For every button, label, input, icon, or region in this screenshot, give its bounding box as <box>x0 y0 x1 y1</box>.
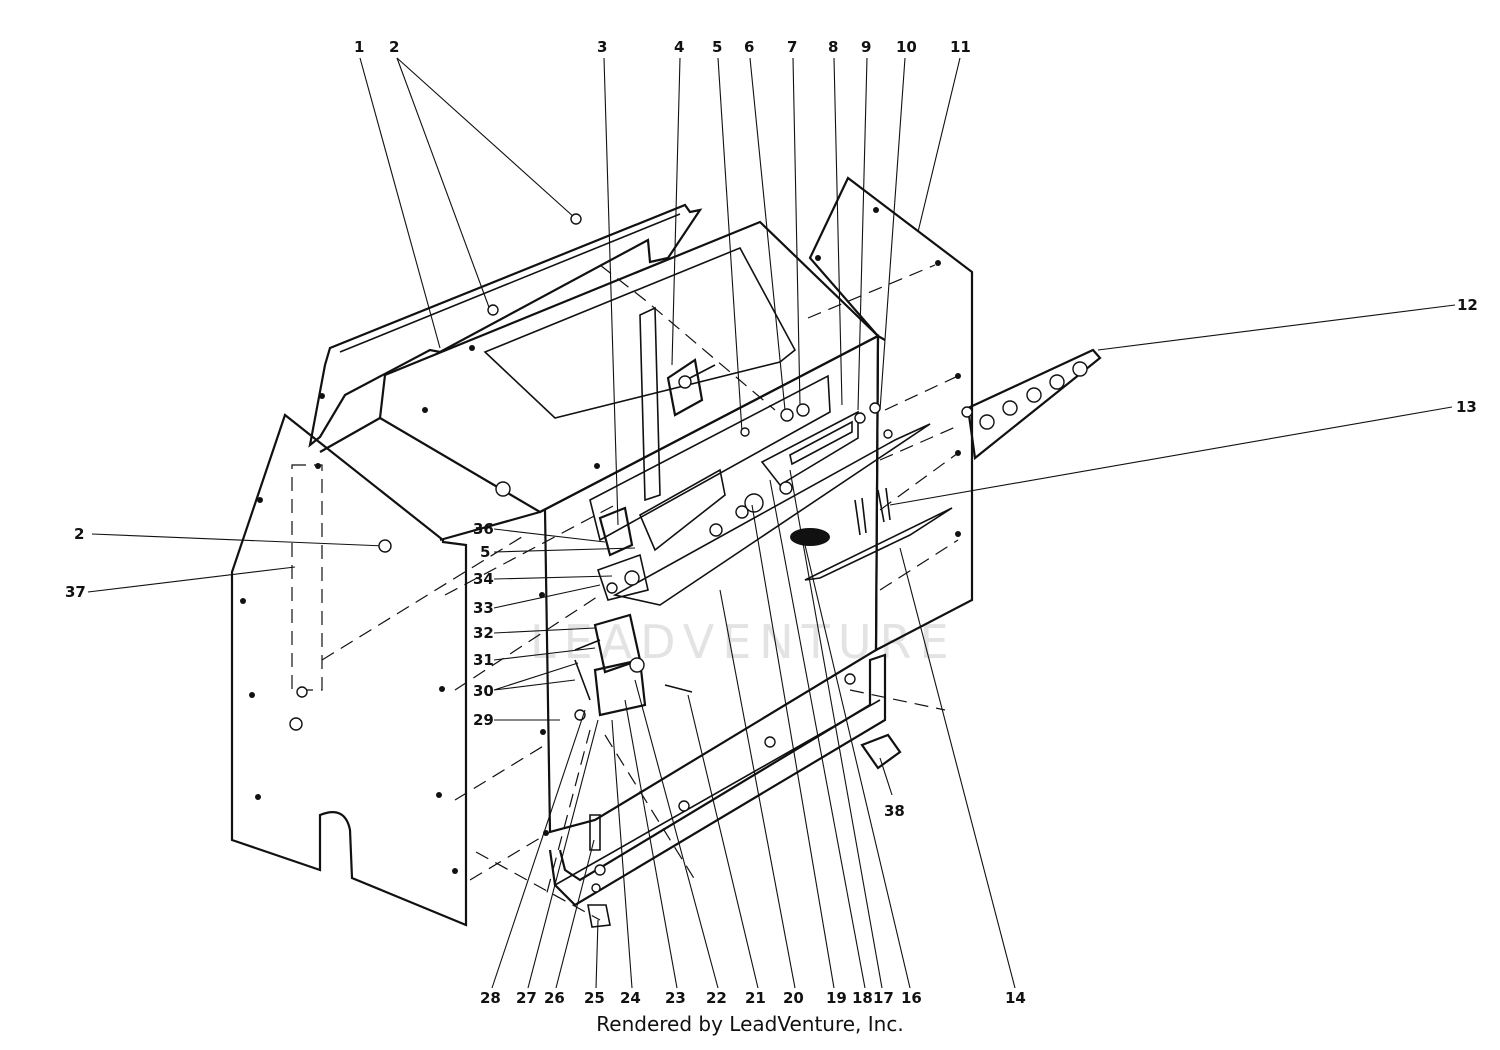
callout-label: 21 <box>745 989 766 1007</box>
callout-label: 19 <box>826 989 847 1007</box>
callout-label: 25 <box>584 989 605 1007</box>
callout-label: 28 <box>480 989 501 1007</box>
callout-label: 13 <box>1456 398 1477 416</box>
left-side-panel <box>230 413 468 927</box>
callout-label: 33 <box>473 599 494 617</box>
callout-label: 1 <box>354 38 364 56</box>
top-cover <box>308 203 703 448</box>
callout-label: 5 <box>480 543 490 561</box>
callout-label: 7 <box>787 38 797 56</box>
callout-label: 34 <box>473 570 494 588</box>
leader-lines <box>87 57 1456 989</box>
toggle-switch <box>639 306 716 502</box>
fasteners <box>378 213 893 553</box>
callout-label: 5 <box>712 38 722 56</box>
callouts-bottom: 28 27 26 25 24 23 22 21 20 19 18 17 16 1… <box>480 989 1026 1007</box>
callout-label: 29 <box>473 711 494 729</box>
callout-label: 24 <box>620 989 641 1007</box>
callouts-left: 2 37 36 5 34 33 32 31 30 29 <box>65 520 494 729</box>
callout-label: 18 <box>852 989 873 1007</box>
callout-label: 23 <box>665 989 686 1007</box>
callout-label: 6 <box>744 38 754 56</box>
callout-label: 8 <box>828 38 838 56</box>
main-housing <box>319 220 961 907</box>
callout-label: 38 <box>884 802 905 820</box>
callout-label: 2 <box>74 525 84 543</box>
callout-label: 32 <box>473 624 494 642</box>
callout-label: 4 <box>674 38 684 56</box>
callout-label: 9 <box>861 38 871 56</box>
callout-label: 2 <box>389 38 399 56</box>
callouts-side: 38 <box>884 802 905 820</box>
footer-credit: Rendered by LeadVenture, Inc. <box>596 1012 904 1036</box>
callout-label: 17 <box>873 989 894 1007</box>
callouts-right: 12 13 <box>1456 296 1478 416</box>
callout-label: 37 <box>65 583 86 601</box>
callout-label: 3 <box>597 38 607 56</box>
callout-label: 16 <box>901 989 922 1007</box>
callout-label: 20 <box>783 989 804 1007</box>
decal-plate <box>961 348 1102 461</box>
callout-label: 30 <box>473 682 494 700</box>
callout-label: 27 <box>516 989 537 1007</box>
callout-label: 22 <box>706 989 727 1007</box>
callout-label: 11 <box>950 38 971 56</box>
callouts-top: 1 2 3 4 5 6 7 8 9 10 11 <box>354 38 971 56</box>
callout-label: 14 <box>1005 989 1026 1007</box>
bracket <box>849 689 946 770</box>
valve-assembly <box>544 506 696 928</box>
right-side-panel <box>807 176 974 652</box>
callout-label: 36 <box>473 520 494 538</box>
callout-label: 31 <box>473 651 494 669</box>
callout-label: 26 <box>544 989 565 1007</box>
callout-label: 12 <box>1457 296 1478 314</box>
callout-label: 10 <box>896 38 917 56</box>
